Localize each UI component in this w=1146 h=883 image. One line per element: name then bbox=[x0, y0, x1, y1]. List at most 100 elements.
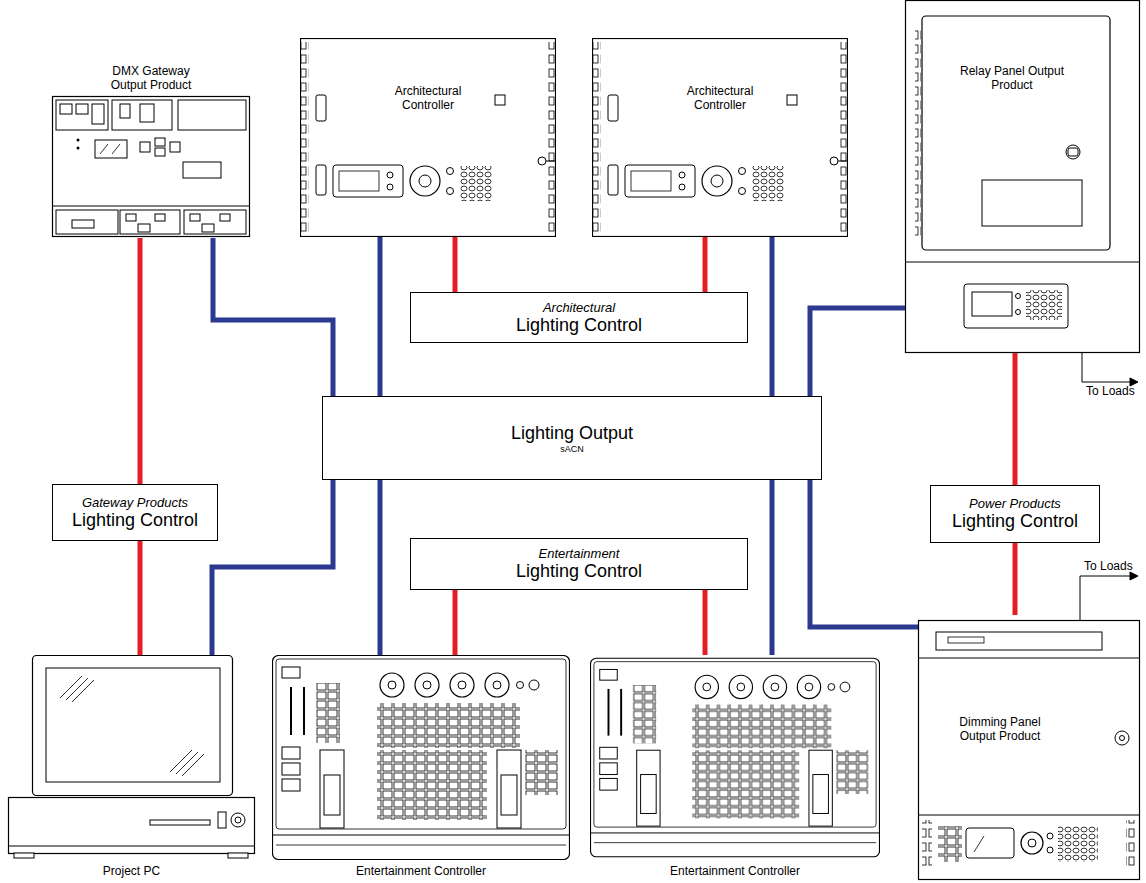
illustration-part bbox=[964, 284, 1068, 328]
illustration-part bbox=[155, 138, 165, 146]
protocol-label: sACN bbox=[560, 444, 584, 454]
illustration-part bbox=[938, 826, 962, 862]
controller-device: Architectural Controller bbox=[300, 38, 556, 237]
illustration-part bbox=[1115, 731, 1129, 745]
illustration-part bbox=[915, 30, 921, 240]
control-group-box: EntertainmentLighting Control bbox=[410, 538, 748, 590]
illustration-part bbox=[919, 815, 1140, 816]
device-label: Relay Panel Output Product bbox=[957, 64, 1067, 92]
illustration-part bbox=[33, 656, 233, 796]
illustration-part bbox=[1120, 736, 1125, 741]
illustration-part bbox=[56, 210, 118, 234]
illustration-part bbox=[112, 100, 172, 130]
illustration-part bbox=[92, 104, 104, 124]
illustration-part bbox=[72, 680, 94, 702]
device-label: Project PC bbox=[8, 864, 255, 878]
device-label: Dimming Panel Output Product bbox=[945, 715, 1055, 743]
dmx-gateway bbox=[53, 97, 250, 237]
group-heading: Power Products bbox=[969, 496, 1061, 511]
illustration-part bbox=[1047, 833, 1053, 839]
illustration-part bbox=[190, 214, 200, 221]
load-label: To Loads bbox=[1086, 384, 1135, 398]
illustration-part bbox=[183, 162, 221, 178]
illustration-part bbox=[1026, 290, 1062, 320]
group-heading: Gateway Products bbox=[82, 495, 188, 510]
illustration-part bbox=[1016, 294, 1021, 299]
illustration-part bbox=[95, 140, 127, 158]
pc-device: Project PC bbox=[8, 655, 255, 881]
illustration-part bbox=[1047, 847, 1053, 853]
box-title: Lighting Output bbox=[511, 423, 633, 444]
illustration-part bbox=[1126, 820, 1136, 870]
relay-panel-device: Relay Panel Output Product bbox=[905, 0, 1140, 353]
network-link bbox=[810, 480, 918, 627]
illustration-part bbox=[53, 97, 250, 237]
control-group-box: Power ProductsLighting Control bbox=[930, 485, 1100, 543]
device-label: Entertainment Controller bbox=[272, 864, 570, 878]
illustration-part bbox=[100, 144, 108, 154]
illustration-part bbox=[155, 148, 165, 156]
controller-device: Architectural Controller bbox=[592, 38, 848, 237]
illustration-part bbox=[77, 139, 80, 142]
entertainment-console bbox=[273, 656, 570, 860]
control-link bbox=[1013, 543, 1018, 615]
gateway-device: DMX Gateway Output Product bbox=[50, 62, 252, 238]
illustration-part bbox=[77, 147, 80, 150]
illustration-part bbox=[1016, 310, 1021, 315]
illustration-part bbox=[138, 224, 150, 232]
dimming-panel bbox=[919, 621, 1140, 880]
illustration-part bbox=[966, 828, 1014, 858]
illustration-part bbox=[972, 292, 1012, 316]
relay-panel bbox=[906, 1, 1140, 353]
illustration-part bbox=[56, 100, 108, 130]
illustration-part bbox=[1082, 353, 1134, 382]
illustration-part bbox=[948, 637, 984, 643]
control-link bbox=[453, 237, 458, 292]
illustration-part bbox=[1028, 839, 1036, 847]
illustration-part bbox=[922, 16, 1110, 250]
illustration-part bbox=[53, 206, 250, 207]
device-label: Architectural Controller bbox=[373, 84, 483, 112]
device-label: Architectural Controller bbox=[665, 84, 775, 112]
illustration-part bbox=[1080, 576, 1134, 620]
device-label: DMX Gateway Output Product bbox=[96, 64, 206, 92]
illustration-part bbox=[112, 144, 120, 154]
network-link bbox=[378, 237, 383, 396]
network-link bbox=[213, 238, 333, 396]
illustration-part bbox=[218, 812, 226, 828]
entertainment-console bbox=[590, 658, 879, 857]
control-group-box: ArchitecturalLighting Control bbox=[410, 292, 748, 343]
network-link bbox=[770, 480, 775, 655]
dimming-panel-device: Dimming Panel Output Product bbox=[918, 615, 1140, 881]
illustration-part bbox=[919, 621, 1140, 880]
illustration-part bbox=[235, 817, 241, 823]
box-title: Lighting Control bbox=[952, 511, 1078, 532]
illustration-part bbox=[1068, 148, 1078, 156]
illustration-part bbox=[182, 754, 204, 776]
illustration-part bbox=[9, 798, 255, 854]
group-heading: Entertainment bbox=[539, 546, 620, 561]
illustration-part bbox=[982, 180, 1082, 226]
box-title: Lighting Control bbox=[516, 315, 642, 336]
illustration-part bbox=[120, 210, 180, 234]
architectural-controller bbox=[301, 39, 563, 237]
control-link bbox=[138, 541, 143, 655]
illustration-part bbox=[919, 658, 1140, 659]
illustration-part bbox=[922, 820, 932, 870]
illustration-part bbox=[906, 262, 1140, 263]
architectural-controller bbox=[593, 39, 855, 237]
illustration-part bbox=[140, 104, 154, 122]
illustration-part bbox=[76, 104, 88, 114]
control-link bbox=[703, 590, 708, 655]
illustration-part bbox=[202, 224, 214, 232]
control-link bbox=[1013, 353, 1018, 485]
network-link bbox=[212, 480, 333, 655]
illustration-part bbox=[178, 100, 246, 130]
illustration-part bbox=[184, 210, 246, 234]
illustration-part bbox=[1130, 572, 1138, 580]
illustration-part bbox=[126, 214, 136, 221]
control-link bbox=[453, 590, 458, 655]
control-group-box: Gateway ProductsLighting Control bbox=[52, 484, 218, 541]
illustration-part bbox=[155, 214, 165, 221]
